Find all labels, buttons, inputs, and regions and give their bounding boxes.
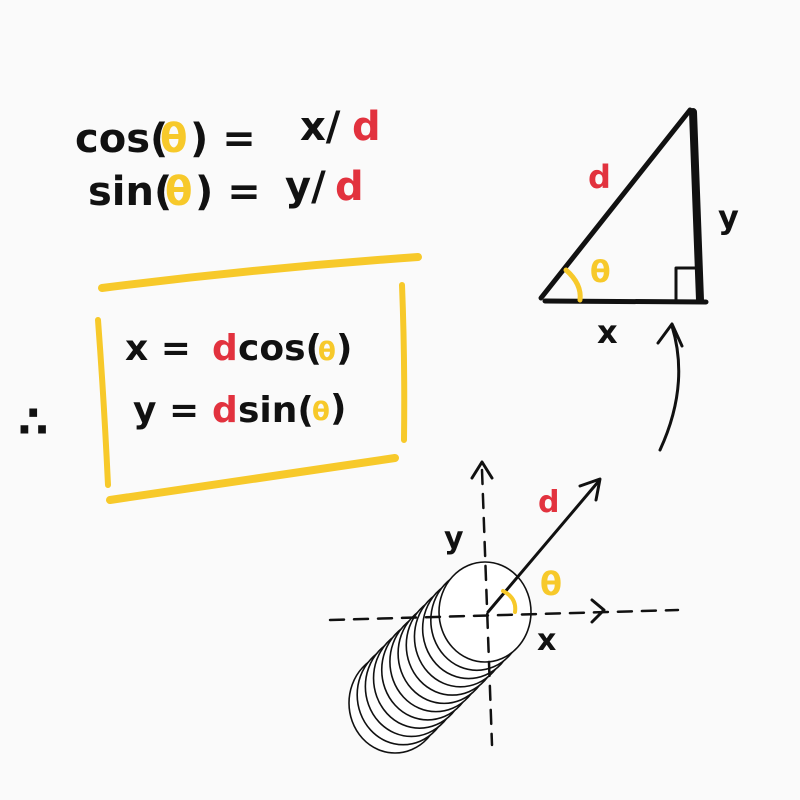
result-y-close: ) [330, 388, 346, 429]
result-box: x = d cos( θ ) y = d sin( θ ) [95, 253, 422, 504]
sin-theta: θ [165, 169, 192, 215]
cos-theta: θ [160, 116, 187, 162]
vector-theta-label: θ [540, 565, 562, 603]
triangle-opp-label: y [718, 198, 739, 236]
cos-x-over: x/ [300, 104, 341, 150]
triangle-adj-label: x [597, 313, 618, 351]
vector-d-arrowhead [578, 477, 602, 502]
triangle-theta-label: θ [590, 255, 611, 290]
cos-label: cos( [75, 116, 168, 162]
vector-d: d θ [486, 477, 602, 614]
axis-x-label: x [537, 623, 556, 658]
triangle-hyp-label: d [588, 158, 611, 196]
result-x-close: ) [336, 328, 352, 369]
result-x-eq: x = [125, 328, 191, 369]
vector-d-label: d [538, 485, 559, 520]
right-angle-marker [674, 266, 702, 303]
result-x-d: d [212, 328, 238, 369]
x-axis-arrowhead [590, 598, 606, 624]
adjacent-line [542, 298, 709, 305]
transition-arrow-shaft [658, 324, 681, 452]
cos-d: d [352, 104, 381, 150]
transition-arrow-head [656, 322, 684, 348]
y-axis [480, 468, 494, 747]
result-y-theta: θ [312, 397, 330, 427]
triangle-angle-arc [563, 267, 583, 303]
hypotenuse-line [538, 107, 693, 301]
result-y-eq: y = [133, 390, 199, 431]
sin-y-over: y/ [285, 164, 326, 210]
sin-d: d [335, 164, 364, 210]
opposite-line [689, 108, 704, 304]
result-y-sin: sin( [238, 390, 314, 431]
cos-equals: ) = [190, 116, 256, 162]
box-top-edge [98, 253, 422, 292]
result-y-d: d [212, 390, 238, 431]
formula-sin: sin( θ ) = y/ d [88, 164, 364, 215]
box-bottom-edge [106, 454, 399, 504]
transition-arrow [656, 322, 684, 452]
box-right-edge [399, 282, 408, 443]
sin-equals: ) = [195, 169, 261, 215]
axis-y-label: y [444, 521, 464, 556]
vector-d-line [486, 480, 600, 614]
x-axis [328, 608, 680, 622]
result-x-cos: cos( [238, 328, 322, 369]
y-axis-arrowhead [470, 460, 494, 480]
therefore-symbol: ∴ [18, 397, 49, 448]
coordinate-axes: x y [328, 460, 680, 747]
vector-angle-arc [501, 589, 518, 614]
coin-stack [348, 561, 532, 754]
right-triangle: θ d y x [538, 107, 739, 351]
box-left-edge [95, 317, 111, 488]
sin-label: sin( [88, 169, 172, 215]
formula-cos: cos( θ ) = x/ d [75, 104, 381, 162]
result-x-theta: θ [318, 337, 336, 367]
